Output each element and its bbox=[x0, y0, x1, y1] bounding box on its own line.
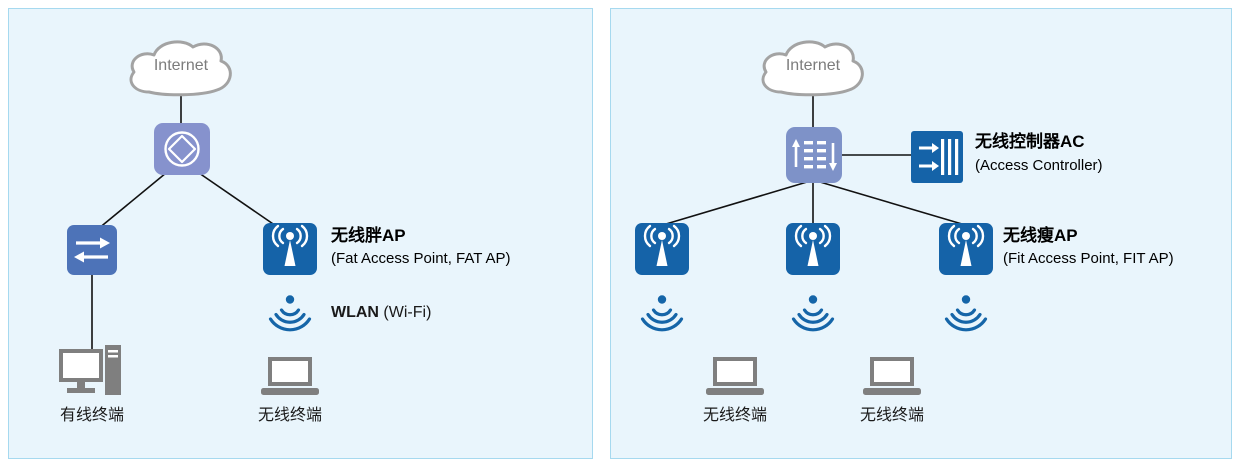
connection-line bbox=[198, 172, 280, 229]
laptop-icon bbox=[706, 357, 764, 395]
connection-line bbox=[97, 172, 167, 230]
wlan-signal-icon bbox=[268, 293, 312, 332]
fit-ap-subtitle: (Fit Access Point, FIT AP) bbox=[1003, 250, 1174, 267]
fat-ap-icon bbox=[261, 221, 319, 277]
laptop-icon bbox=[863, 357, 921, 395]
fit-ap-panel: Internet 无线控制器AC (Access Controller) 无线瘦… bbox=[610, 8, 1232, 459]
wlan-signal-icon bbox=[640, 293, 684, 332]
internet-label: Internet bbox=[785, 57, 841, 74]
fit-ap-diagram bbox=[633, 40, 995, 395]
router-icon bbox=[154, 123, 210, 175]
fat-ap-diagram bbox=[59, 40, 319, 395]
internet-label: Internet bbox=[153, 57, 209, 74]
fit-ap-icon bbox=[937, 221, 995, 277]
laptop-icon bbox=[261, 357, 319, 395]
fat-ap-subtitle: (Fat Access Point, FAT AP) bbox=[331, 250, 511, 267]
wlan-label-bold: WLAN bbox=[331, 304, 379, 321]
fit-ap-icon bbox=[784, 221, 842, 277]
ac-title: 无线控制器AC bbox=[975, 132, 1085, 151]
desktop-icon bbox=[59, 345, 121, 395]
wlan-signal-icon bbox=[791, 293, 835, 332]
fat-ap-panel: Internet 无线胖AP (Fat Access Point, FAT AP… bbox=[8, 8, 593, 459]
ac-icon bbox=[911, 131, 963, 183]
fit-ap-title: 无线瘦AP bbox=[1003, 226, 1078, 245]
wired-terminal-label: 有线终端 bbox=[59, 407, 124, 424]
wireless-terminal-label: 无线终端 bbox=[859, 407, 924, 424]
wireless-terminal-label: 无线终端 bbox=[702, 407, 767, 424]
switch-icon bbox=[67, 225, 117, 275]
wlan-label-rest: (Wi-Fi) bbox=[378, 304, 432, 321]
wlan-signal-icon bbox=[944, 293, 988, 332]
connection-line bbox=[819, 181, 963, 225]
core-switch-icon bbox=[786, 127, 842, 183]
fit-ap-icon bbox=[633, 221, 691, 277]
wireless-terminal-label: 无线终端 bbox=[257, 407, 322, 424]
fat-ap-title: 无线胖AP bbox=[331, 226, 406, 245]
wlan-label: WLAN (Wi-Fi) bbox=[331, 304, 431, 322]
ac-subtitle: (Access Controller) bbox=[975, 157, 1103, 174]
connection-line bbox=[665, 181, 808, 225]
